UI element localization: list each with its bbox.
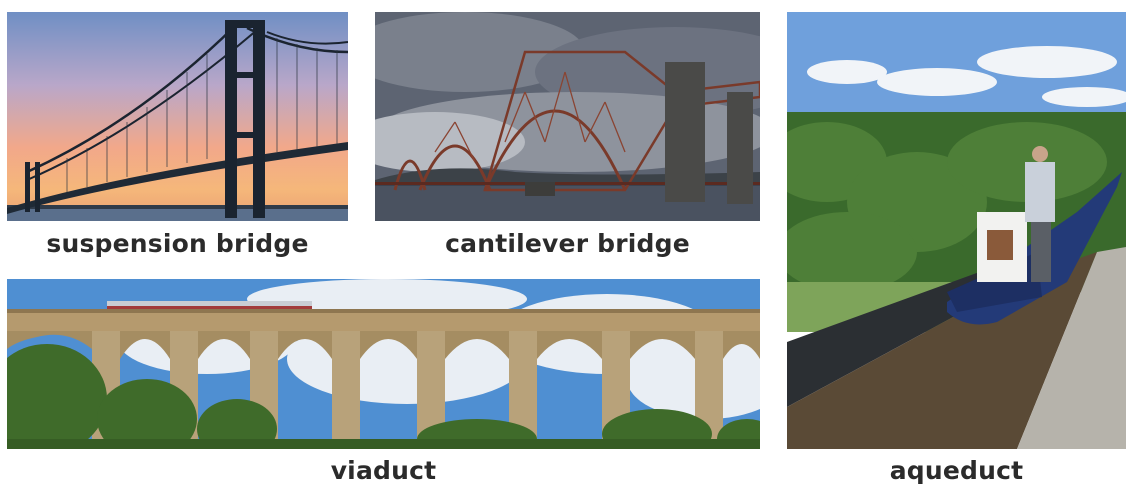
viaduct-caption: viaduct [330, 456, 437, 485]
cantilever-bridge-caption: cantilever bridge [445, 229, 690, 258]
viaduct-photo [7, 279, 760, 449]
suspension-bridge-caption: suspension bridge [46, 229, 309, 258]
aqueduct-caption: aqueduct [889, 456, 1024, 485]
aqueduct-photo [787, 12, 1126, 449]
suspension-bridge-photo [7, 12, 348, 221]
cantilever-bridge-photo [375, 12, 760, 221]
